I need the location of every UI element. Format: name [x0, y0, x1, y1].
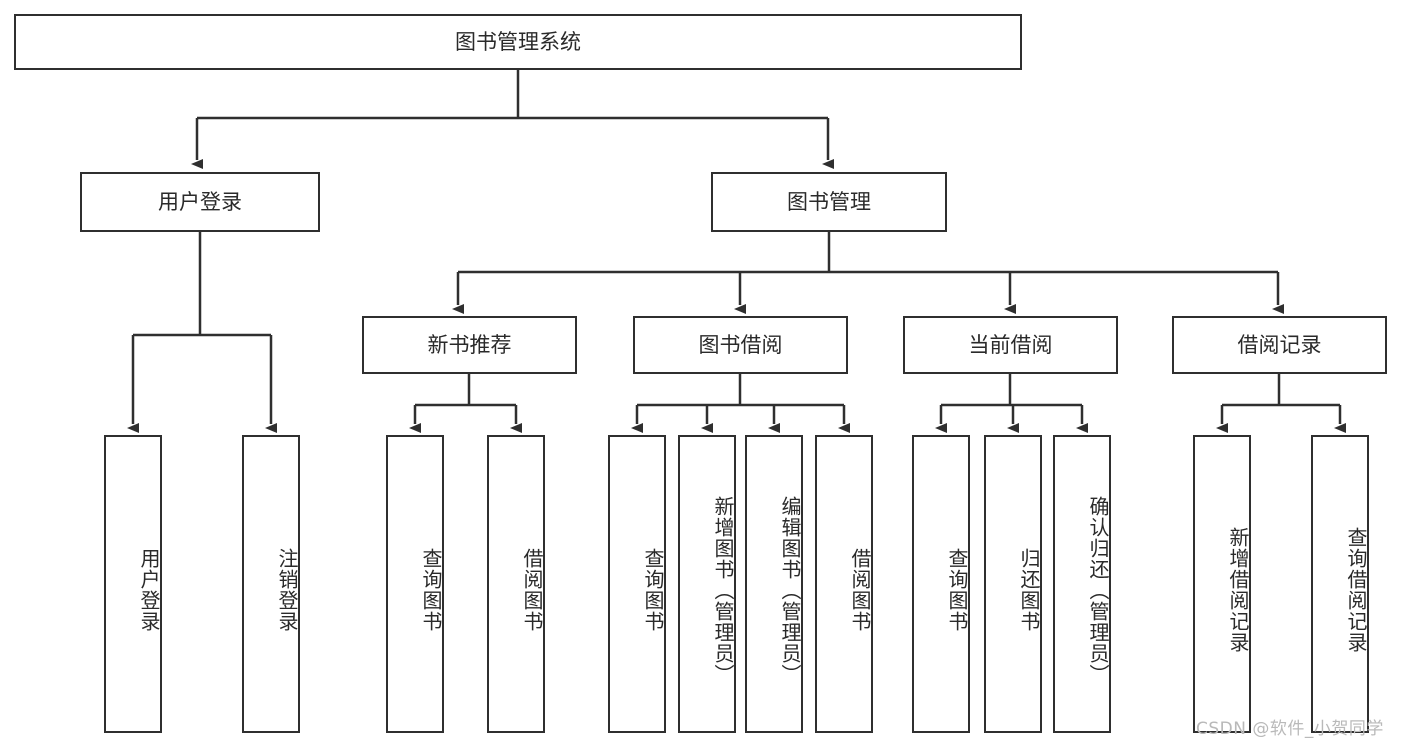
node-leaf-add-borrow-record[interactable]: 新增借阅记录: [1193, 435, 1251, 733]
node-label: 借阅记录: [1237, 332, 1322, 357]
node-leaf-borrow-book-recommend[interactable]: 借阅图书: [487, 435, 545, 733]
csdn-watermark: CSDN @软件_小贺同学: [1196, 719, 1384, 739]
node-label: 归还图书: [1017, 548, 1041, 632]
node-level2-current-borrow[interactable]: 当前借阅: [903, 316, 1118, 374]
node-leaf-query-borrow-record[interactable]: 查询借阅记录: [1311, 435, 1369, 733]
node-label: 图书管理: [787, 189, 871, 214]
node-label: 编辑图书（管理员）: [778, 495, 802, 685]
node-leaf-return-book[interactable]: 归还图书: [984, 435, 1042, 733]
node-leaf-query-book-borrow[interactable]: 查询图书: [608, 435, 666, 733]
node-label: 查询图书: [419, 548, 443, 632]
node-label: 确认归还（管理员）: [1086, 495, 1110, 685]
node-leaf-add-book-admin[interactable]: 新增图书（管理员）: [678, 435, 736, 733]
node-label: 图书借阅: [698, 332, 783, 357]
node-label: 借阅图书: [848, 548, 872, 632]
node-leaf-logout[interactable]: 注销登录: [242, 435, 300, 733]
node-leaf-query-book-current[interactable]: 查询图书: [912, 435, 970, 733]
node-leaf-edit-book-admin[interactable]: 编辑图书（管理员）: [745, 435, 803, 733]
node-level1-book-management[interactable]: 图书管理: [711, 172, 947, 232]
node-label: 用户登录: [137, 548, 161, 632]
node-leaf-confirm-return-admin[interactable]: 确认归还（管理员）: [1053, 435, 1111, 733]
node-label: 查询图书: [641, 548, 665, 632]
node-level2-book-borrow[interactable]: 图书借阅: [633, 316, 848, 374]
node-label: 新增借阅记录: [1226, 527, 1250, 653]
node-level2-borrow-records[interactable]: 借阅记录: [1172, 316, 1387, 374]
node-label: 查询图书: [945, 548, 969, 632]
node-root[interactable]: 图书管理系统: [14, 14, 1022, 70]
node-level2-new-book-recommend[interactable]: 新书推荐: [362, 316, 577, 374]
node-label: 注销登录: [275, 548, 299, 632]
node-leaf-user-login[interactable]: 用户登录: [104, 435, 162, 733]
node-label: 查询借阅记录: [1344, 527, 1368, 653]
node-leaf-borrow-book[interactable]: 借阅图书: [815, 435, 873, 733]
node-root-label: 图书管理系统: [455, 29, 581, 54]
node-leaf-query-book-recommend[interactable]: 查询图书: [386, 435, 444, 733]
node-label: 当前借阅: [968, 332, 1053, 357]
node-label: 借阅图书: [520, 548, 544, 632]
node-label: 新增图书（管理员）: [711, 495, 735, 685]
node-label: 用户登录: [158, 189, 242, 214]
node-level1-user-login[interactable]: 用户登录: [80, 172, 320, 232]
node-label: 新书推荐: [427, 332, 512, 357]
